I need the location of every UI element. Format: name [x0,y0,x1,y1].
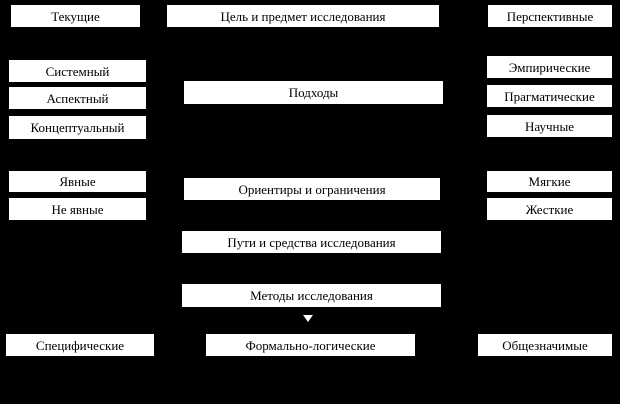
box-conceptual-approach: Концептуальный [8,115,147,140]
box-research-methods: Методы исследования [181,283,442,308]
box-pragmatic-approach: Прагматические [486,84,613,108]
box-goal-and-subject: Цель и предмет исследования [166,4,440,28]
box-scientific-approach: Научные [486,114,613,138]
box-current-goals: Текущие [10,4,141,28]
box-soft-limits: Мягкие [486,170,613,193]
box-systemic-approach: Системный [8,59,147,83]
box-guidelines-and-limits: Ориентиры и ограничения [183,177,441,201]
box-approaches: Подходы [183,80,444,105]
box-explicit-guidelines: Явные [8,170,147,193]
box-empirical-approach: Эмпирические [486,55,613,79]
box-aspect-approach: Аспектный [8,86,147,110]
box-hard-limits: Жесткие [486,197,613,221]
box-general-methods: Общезначимые [477,333,613,357]
box-formal-logical-methods: Формально-логические [205,333,416,357]
box-specific-methods: Специфические [5,333,155,357]
box-perspective-goals: Перспективные [487,4,613,28]
box-implicit-guidelines: Не явные [8,197,147,221]
box-ways-and-means: Пути и средства исследования [181,230,442,254]
down-arrow-icon [303,315,313,322]
